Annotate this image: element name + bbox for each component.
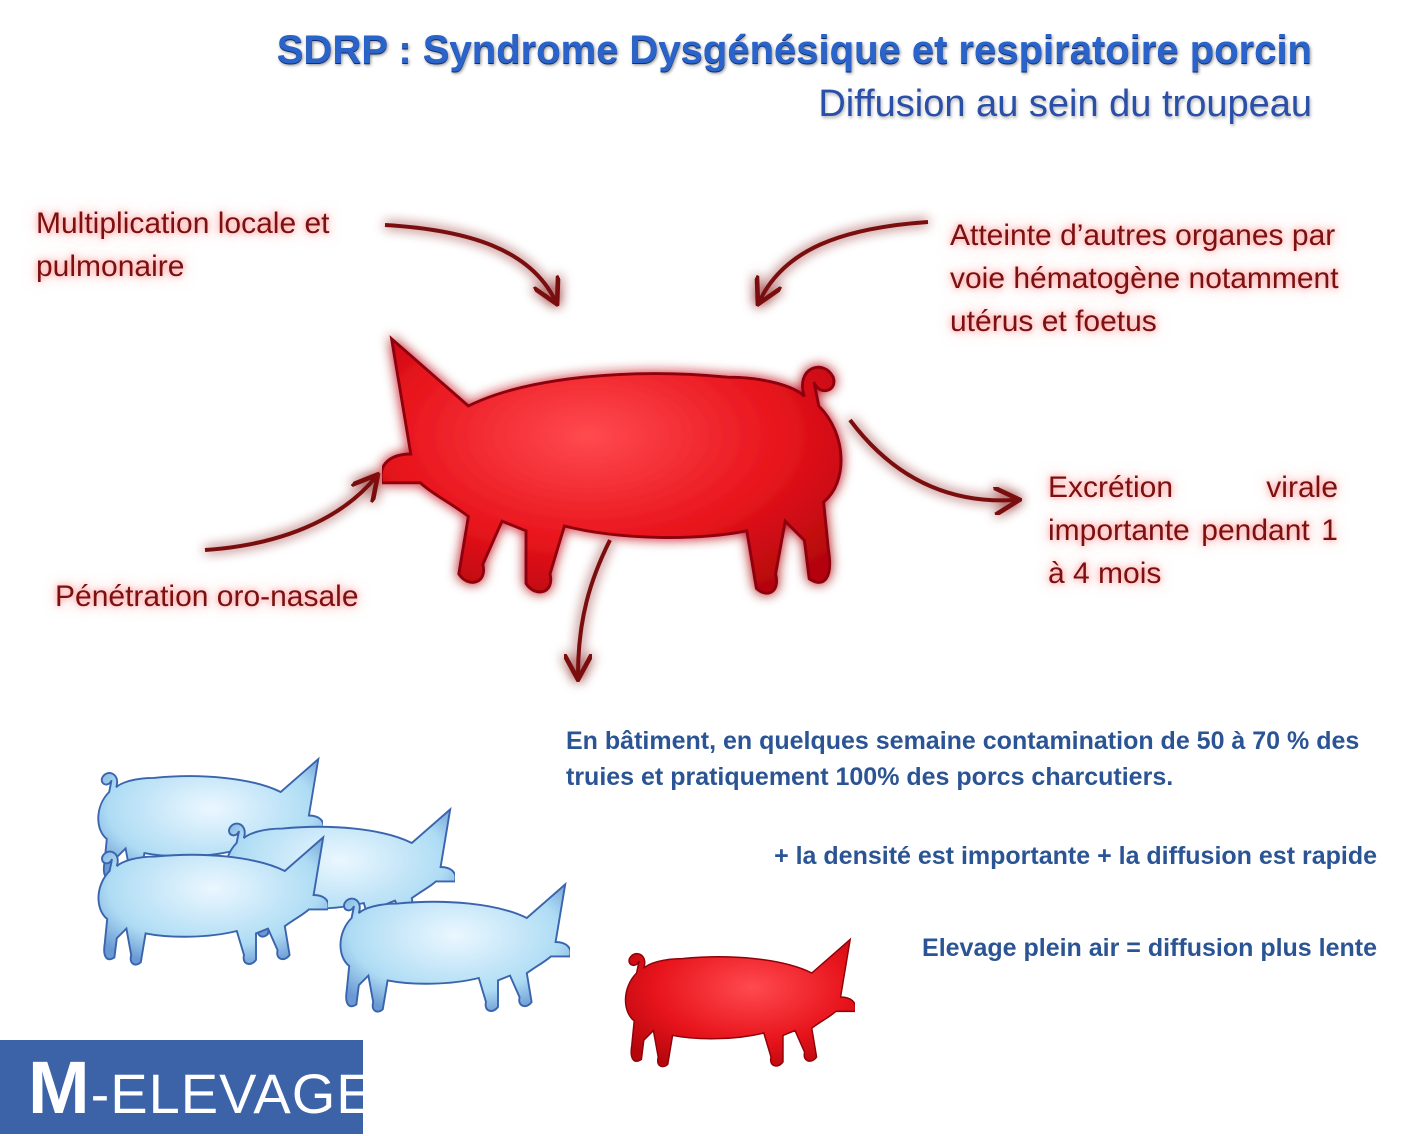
m-elevage-logo: M-ELEVAGE xyxy=(0,1040,374,1134)
label-atteinte: Atteinte d’autres organes par voie hémat… xyxy=(950,219,1339,338)
arrow-atteinte xyxy=(760,220,929,300)
note-plein-air: Elevage plein air = diffusion plus lente xyxy=(922,934,1377,962)
logo-text: -ELEVAGE xyxy=(90,1062,375,1125)
arrow-penetration xyxy=(204,478,375,552)
arrow-down xyxy=(578,539,612,675)
main-pig-icon xyxy=(381,339,841,593)
logo-m: M xyxy=(28,1046,91,1129)
arrow-multiplication xyxy=(384,223,555,300)
note-batiment: En bâtiment, en quelques semaine contami… xyxy=(566,727,1360,791)
page-subtitle: Diffusion au sein du troupeau xyxy=(818,83,1312,125)
label-excretion: Excrétion virale importante pendant 1 à … xyxy=(1048,471,1338,590)
label-penetration: Pénétration oro-nasale xyxy=(55,580,359,613)
indoor-pigs-icon xyxy=(97,757,570,1013)
outdoor-pig-icon xyxy=(624,938,855,1068)
note-densite: + la densité est importante + la diffusi… xyxy=(774,842,1377,870)
label-multiplication: Multiplication locale et pulmonaire xyxy=(36,207,330,283)
arrow-excretion xyxy=(848,418,1015,500)
page-title: SDRP : Syndrome Dysgénésique et respirat… xyxy=(276,28,1312,72)
